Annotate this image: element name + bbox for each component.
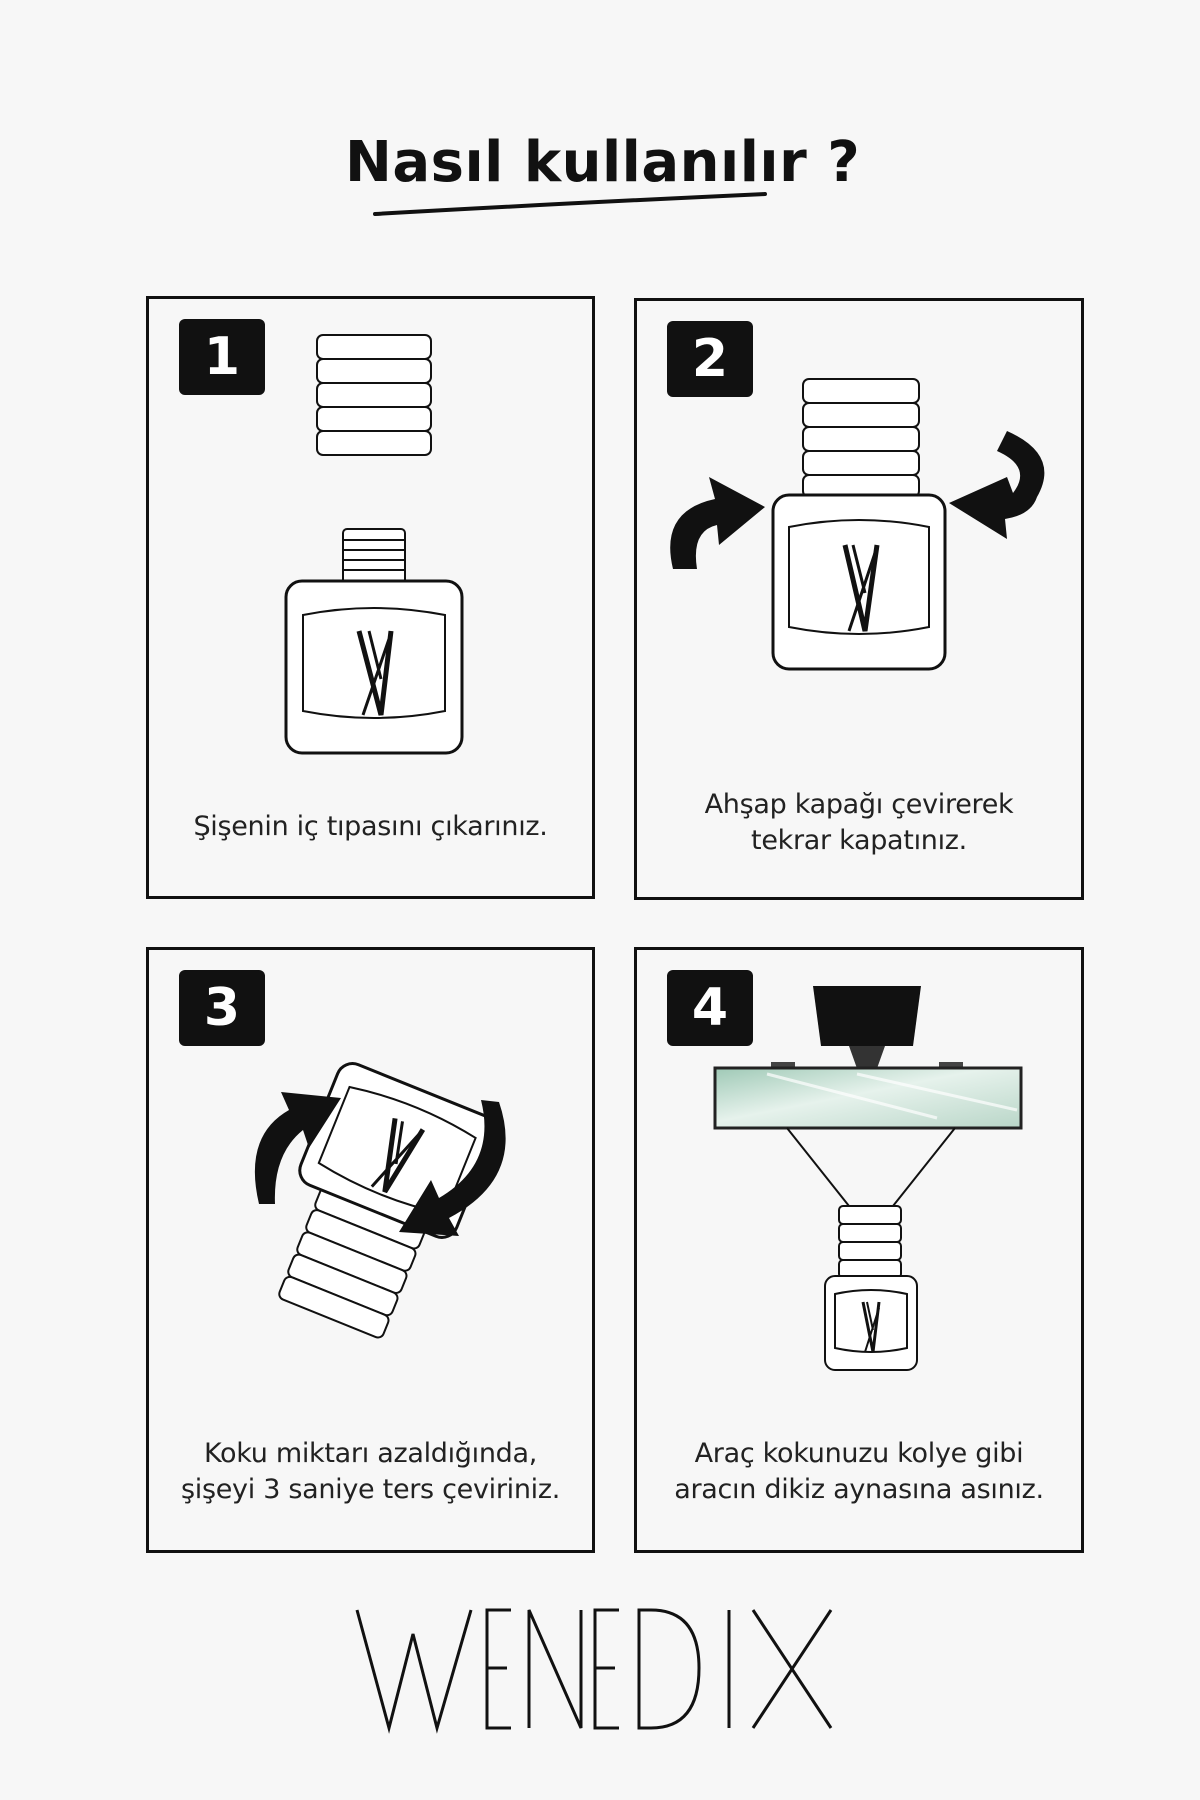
bottle-icon [824,1275,918,1371]
page-title: Nasıl kullanılır ? [345,130,861,195]
bottle-icon [771,493,947,671]
rotate-arrow-icon [254,1092,506,1236]
step-4-caption: Araç kokunuzu kolye gibi aracın dikiz ay… [637,1436,1081,1508]
step-4-caption-line-2: aracın dikiz aynasına asınız. [674,1474,1044,1505]
wooden-cap-icon [316,334,432,456]
step-4-panel: 4 [634,947,1084,1553]
step-2-badge: 2 [667,321,753,397]
step-1-panel: 1 Şişenin iç tıpasını çıkarınız. [146,296,595,899]
step-3-panel: 3 Koku miktarı azaldığında, şişeyi 3 san [146,947,595,1553]
step-4-badge: 4 [667,970,753,1046]
wooden-cap-icon [838,1205,902,1279]
step-1-illustration [284,334,464,755]
step-3-caption: Koku miktarı azaldığında, şişeyi 3 saniy… [149,1436,592,1508]
step-3-caption-line-2: şişeyi 3 saniye ters çeviriniz. [180,1474,561,1505]
step-4-caption-line-1: Araç kokunuzu kolye gibi [694,1438,1024,1469]
step-3-badge: 3 [179,970,265,1046]
step-2-caption-line-1: Ahşap kapağı çevirerek [704,789,1014,820]
rotate-arrow-icon [670,431,1045,569]
title-underline [373,192,767,216]
step-2-caption: Ahşap kapağı çevirerek tekrar kapatınız. [637,787,1081,859]
step-1-caption: Şişenin iç tıpasını çıkarınız. [149,809,592,845]
step-3-illustration [254,1062,506,1339]
step-3-caption-line-1: Koku miktarı azaldığında, [203,1438,538,1469]
step-4-illustration [713,986,1023,1371]
step-2-panel: 2 Ahşap kapağı çevirerek tekrar kapatını… [634,298,1084,900]
bottle-icon [284,528,464,755]
wooden-cap-icon [278,1186,426,1339]
step-2-caption-line-2: tekrar kapatınız. [751,825,967,856]
step-2-illustration [670,378,1045,671]
brand-logo [355,1608,833,1734]
step-1-badge: 1 [179,319,265,395]
step-1-caption-line-1: Şişenin iç tıpasını çıkarınız. [193,811,548,842]
wooden-cap-icon [802,378,920,498]
rearview-mirror-icon [713,986,1023,1130]
